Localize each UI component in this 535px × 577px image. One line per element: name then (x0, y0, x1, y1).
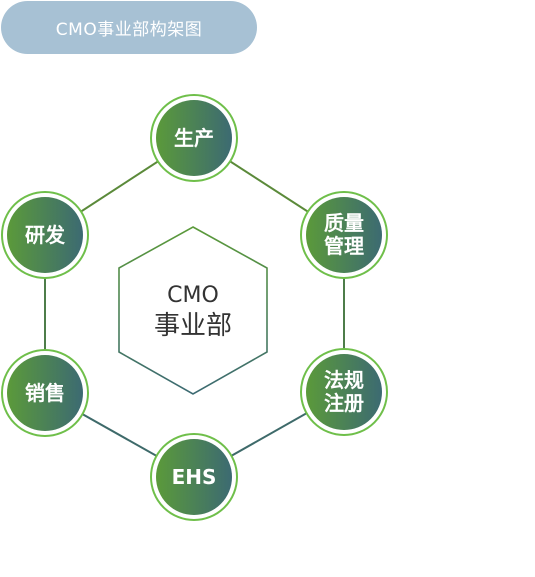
node-sales-label: 销售 (7, 355, 83, 431)
center-label-line1: CMO (167, 283, 219, 308)
node-quality-management-label: 质量 管理 (306, 197, 382, 273)
node-rnd-label: 研发 (7, 197, 83, 273)
node-production: 生产 (150, 94, 238, 182)
node-ehs: EHS (150, 433, 238, 521)
node-sales: 销售 (1, 349, 89, 437)
diagram-title: CMO事业部构架图 (55, 20, 203, 40)
center-label: CMO 事业部 (154, 282, 232, 342)
node-production-label: 生产 (156, 100, 232, 176)
node-quality-management: 质量 管理 (300, 191, 388, 279)
node-regulatory-registration: 法规 注册 (300, 348, 388, 436)
center-hexagon (118, 226, 268, 395)
node-rnd: 研发 (1, 191, 89, 279)
node-ehs-label: EHS (156, 439, 232, 515)
diagram-title-pill: CMO事业部构架图 (1, 1, 257, 54)
center-label-line2: 事业部 (153, 311, 233, 341)
node-regulatory-registration-label: 法规 注册 (306, 354, 382, 430)
